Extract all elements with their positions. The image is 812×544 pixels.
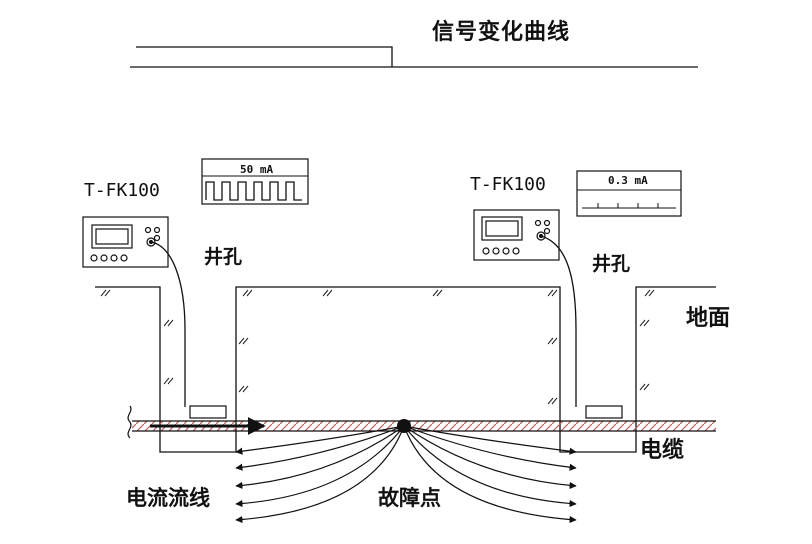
- device-label-right: T-FK100: [470, 174, 546, 195]
- probe-wire-left: [150, 241, 186, 407]
- current-flow-curves: [235, 425, 577, 524]
- ground-and-wells: [95, 286, 716, 453]
- ground-label: 地面: [686, 306, 731, 331]
- instrument-left: [82, 216, 169, 268]
- signal-box-right: [576, 170, 682, 217]
- sensor-left: [189, 405, 227, 419]
- well-hole-label-left: 井孔: [204, 246, 243, 268]
- device-label-left: T-FK100: [84, 180, 160, 201]
- ground-hatch: [100, 289, 655, 405]
- instrument-right: [473, 209, 560, 261]
- signal-reading-left: 50 mA: [240, 163, 274, 176]
- fault-point-label: 故障点: [378, 486, 441, 510]
- page-title: 信号变化曲线: [432, 20, 571, 45]
- well-hole-label-right: 井孔: [592, 253, 631, 275]
- probe-wire-right: [540, 235, 577, 407]
- header-rules: [130, 46, 698, 68]
- current-flow-label: 电流流线: [126, 486, 210, 510]
- sensor-right: [585, 405, 623, 419]
- signal-reading-right: 0.3 mA: [608, 174, 648, 187]
- cable-label: 电缆: [640, 438, 685, 463]
- cable-line: [127, 405, 716, 439]
- signal-box-left: [201, 158, 309, 205]
